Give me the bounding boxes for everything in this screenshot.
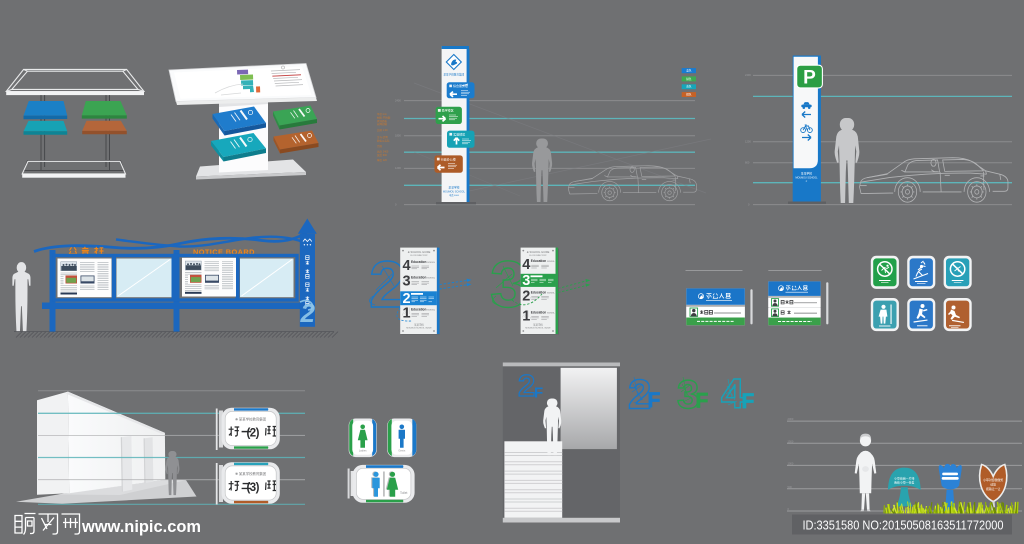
svg-text:单位:mm: 单位:mm xyxy=(377,112,387,116)
svg-text:2: 2 xyxy=(522,289,530,305)
svg-text:2: 2 xyxy=(518,368,535,403)
svg-text:FLOOR DIRECTORY: FLOOR DIRECTORY xyxy=(529,255,547,257)
svg-text:(2): (2) xyxy=(247,427,260,439)
svg-text:宽度 600: 宽度 600 xyxy=(377,153,387,157)
svg-text:F: F xyxy=(742,390,755,413)
svg-text:高度 2400: 高度 2400 xyxy=(377,150,389,154)
svg-text:1200: 1200 xyxy=(745,140,751,144)
svg-text:教学楼区: 教学楼区 xyxy=(442,108,454,113)
svg-text:500: 500 xyxy=(788,485,793,489)
svg-text:注:标识牌: 注:标识牌 xyxy=(377,135,388,139)
svg-text:2000: 2000 xyxy=(788,417,794,421)
svg-text:实验楼区: 实验楼区 xyxy=(453,132,465,137)
svg-text:MOUMOU SCHOOL: MOUMOU SCHOOL xyxy=(796,177,819,180)
svg-text:Education SCHOOL: Education SCHOOL xyxy=(411,260,436,264)
svg-text:1000: 1000 xyxy=(788,462,794,466)
svg-text:丝网印刷: 丝网印刷 xyxy=(377,122,388,126)
svg-text:某某学校教育集团: 某某学校教育集团 xyxy=(443,73,464,77)
svg-text:4: 4 xyxy=(403,274,411,290)
svg-text:为准: 为准 xyxy=(377,144,383,148)
svg-text:P: P xyxy=(806,181,808,183)
svg-text:4: 4 xyxy=(403,258,411,274)
svg-text:❋ SCHOOL GUIDE: ❋ SCHOOL GUIDE xyxy=(527,250,550,254)
svg-text:(3): (3) xyxy=(247,482,260,494)
svg-text:❋ 某某学校教育集团: ❋ 某某学校教育集团 xyxy=(235,417,267,422)
svg-text:4: 4 xyxy=(721,370,745,417)
svg-text:F: F xyxy=(534,385,543,402)
svg-text:蓝色: 蓝色 xyxy=(686,69,692,73)
svg-text:2400: 2400 xyxy=(395,98,401,102)
svg-text:把路让一让: 把路让一让 xyxy=(986,486,1001,491)
svg-text:MOUMOU SCHOOL GUIDE: MOUMOU SCHOOL GUIDE xyxy=(406,328,432,330)
svg-text:www.nipic.com: www.nipic.com xyxy=(81,518,201,536)
svg-text:某某学校: 某某学校 xyxy=(414,323,424,327)
svg-text:4: 4 xyxy=(522,289,530,305)
svg-text:1800: 1800 xyxy=(395,134,401,138)
svg-text:F: F xyxy=(696,390,709,413)
svg-text:4: 4 xyxy=(522,309,530,325)
svg-text:小草对您微微笑: 小草对您微微笑 xyxy=(983,477,1003,482)
svg-text:厚度 120: 厚度 120 xyxy=(377,158,387,162)
svg-text:材质:不锈钢: 材质:不锈钢 xyxy=(377,115,391,119)
svg-text:Gents: Gents xyxy=(398,449,406,453)
svg-text:Toilet: Toilet xyxy=(400,491,408,495)
svg-text:比例 1:20: 比例 1:20 xyxy=(377,128,388,132)
svg-text:2: 2 xyxy=(628,371,651,418)
svg-text:某某学校: 某某学校 xyxy=(533,323,543,327)
svg-text:1200: 1200 xyxy=(395,166,401,170)
svg-text:1500: 1500 xyxy=(788,439,794,443)
svg-text:1: 1 xyxy=(403,306,411,322)
svg-text:3: 3 xyxy=(522,273,530,289)
svg-text:4: 4 xyxy=(403,306,411,322)
svg-text:ID:3351580 NO:2015050816351177: ID:3351580 NO:20150508163511772000 xyxy=(803,517,1004,532)
svg-text:某某学校: 某某学校 xyxy=(801,172,812,176)
svg-text:P: P xyxy=(803,68,816,89)
svg-text:电话 0000: 电话 0000 xyxy=(449,193,460,197)
svg-text:0: 0 xyxy=(395,202,397,206)
svg-text:某某学校: 某某学校 xyxy=(448,186,459,190)
svg-text:800: 800 xyxy=(745,161,750,165)
svg-text:0: 0 xyxy=(788,507,790,511)
svg-text:我给小草一份爱: 我给小草一份爱 xyxy=(894,479,914,484)
svg-text:0: 0 xyxy=(748,202,750,206)
svg-text:4: 4 xyxy=(522,257,530,273)
svg-text:小草给我一片绿: 小草给我一片绿 xyxy=(894,475,914,480)
svg-text:3: 3 xyxy=(403,274,411,290)
svg-text:请您: 请您 xyxy=(990,482,996,487)
svg-text:行政办公楼: 行政办公楼 xyxy=(441,156,456,161)
svg-text:❋ SCHOOL GUIDE: ❋ SCHOOL GUIDE xyxy=(408,250,431,254)
svg-text:橙色: 橙色 xyxy=(686,92,692,96)
svg-text:F: F xyxy=(648,389,661,412)
svg-text:2: 2 xyxy=(369,247,406,321)
svg-text:2: 2 xyxy=(300,298,316,328)
svg-text:1: 1 xyxy=(522,309,530,325)
svg-text:FLOOR DIRECTORY: FLOOR DIRECTORY xyxy=(410,255,428,257)
svg-text:MOUMOU SCHOOL: MOUMOU SCHOOL xyxy=(443,190,466,193)
svg-text:综合服务楼: 综合服务楼 xyxy=(453,83,468,88)
svg-text:烤漆面板: 烤漆面板 xyxy=(377,119,388,123)
svg-text:2400: 2400 xyxy=(745,73,751,77)
svg-text:2: 2 xyxy=(403,291,411,307)
svg-text:❋ 某某学校教育集团: ❋ 某某学校教育集团 xyxy=(235,471,267,476)
svg-text:Ladies: Ladies xyxy=(359,449,367,453)
svg-text:绿色: 绿色 xyxy=(686,77,692,81)
svg-text:NOTICE BOARD: NOTICE BOARD xyxy=(193,248,255,257)
svg-text:颜色以实际: 颜色以实际 xyxy=(377,138,390,142)
svg-text:MOUMOU SCHOOL GUIDE: MOUMOU SCHOOL GUIDE xyxy=(525,328,551,330)
svg-text:青色: 青色 xyxy=(686,85,692,89)
svg-text:4: 4 xyxy=(522,257,530,273)
